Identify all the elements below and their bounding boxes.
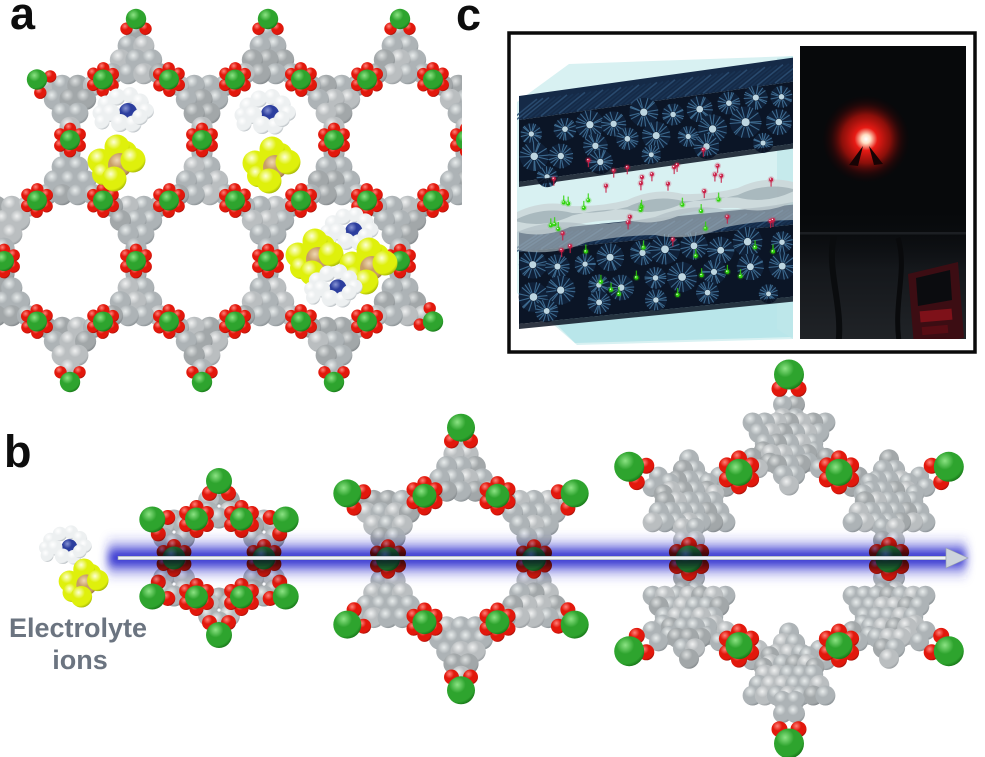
led-device-photo (800, 46, 966, 339)
panel-a-label: a (10, 0, 36, 39)
panel-c-label: c (456, 0, 481, 40)
electrolyte-ion-pair (38, 525, 109, 608)
electrolyte-label-line2: ions (52, 645, 108, 675)
electrolyte-flow-arrow (108, 535, 969, 581)
panel-b-macrocycle-series (139, 359, 964, 757)
macrocycle-ring-3 (614, 359, 964, 757)
pore-electrolyte-ions (87, 87, 398, 308)
panel-b-label: b (4, 426, 32, 477)
electrolyte-label-line1: Electrolyte (9, 613, 147, 643)
supercapacitor-schematic (517, 56, 793, 345)
panel-a-framework (0, 8, 462, 393)
panel-c-inset (507, 31, 977, 354)
